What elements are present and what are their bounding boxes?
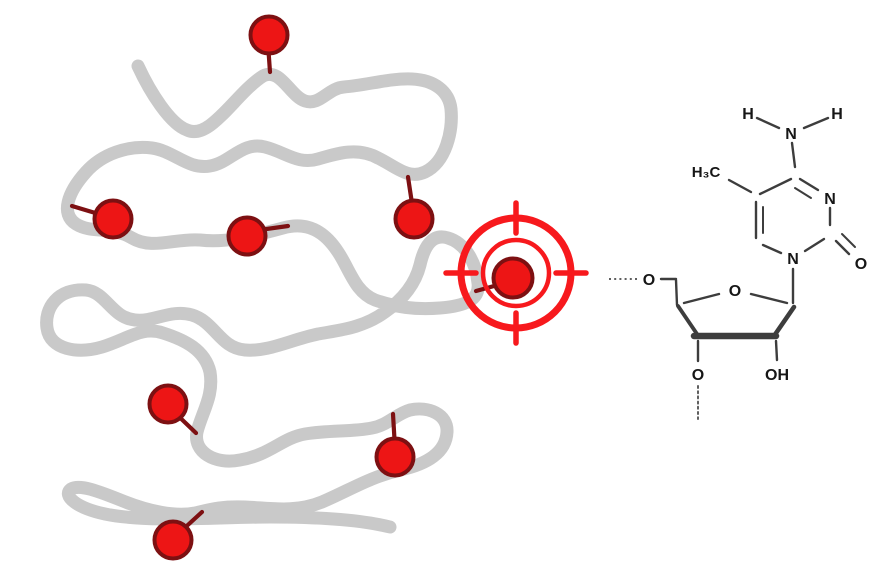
bond <box>834 239 851 256</box>
atom-label-n1: N <box>787 251 799 268</box>
red-dot-modification <box>152 519 194 561</box>
red-dot-modification-targeted <box>491 256 535 300</box>
bond <box>749 292 789 305</box>
atom-labels: H H N H₃C N N O O O O OH <box>643 106 867 384</box>
atom-label-n3: N <box>824 191 836 208</box>
crosshair-target-icon <box>443 200 589 346</box>
modification-stems <box>69 41 508 537</box>
red-dot-modification <box>248 14 290 56</box>
bond <box>802 116 830 130</box>
red-dot-modification <box>393 198 435 240</box>
bond-wedge <box>676 304 699 336</box>
bond <box>758 177 793 196</box>
atom-label-n-amine: N <box>785 126 797 143</box>
rna-strand-path <box>40 59 485 534</box>
modification-dots <box>92 14 535 561</box>
bond-methyl <box>727 178 753 194</box>
atom-label-methyl: H₃C <box>692 164 721 181</box>
bond <box>761 243 783 255</box>
bond-double-inner <box>841 233 856 248</box>
bond-double-inner <box>794 187 812 199</box>
bond-wedge <box>771 304 797 339</box>
molecule-5-methylcytidine <box>659 116 856 420</box>
red-dot-modification <box>147 383 189 425</box>
bond <box>798 177 820 192</box>
bond <box>755 116 781 130</box>
red-dot-modification <box>92 198 134 240</box>
red-dot-modification <box>226 215 268 257</box>
atom-label-oh-2prime: OH <box>765 367 789 384</box>
atom-label-o3-prime: O <box>692 367 704 384</box>
atom-label-o5-prime: O <box>643 272 655 289</box>
target-inner-ring <box>480 237 552 309</box>
bond <box>674 278 679 307</box>
bond <box>682 292 721 305</box>
red-dot-modification <box>374 436 416 478</box>
bond <box>803 237 826 253</box>
bond <box>774 339 779 362</box>
bond <box>790 141 797 169</box>
atom-label-o-ring: O <box>729 283 741 300</box>
atom-label-h-right: H <box>831 106 843 123</box>
rna-strand <box>40 59 485 534</box>
target-ticks <box>443 200 589 346</box>
atom-label-h-left: H <box>742 106 754 123</box>
atom-label-o-carbonyl: O <box>855 256 867 273</box>
